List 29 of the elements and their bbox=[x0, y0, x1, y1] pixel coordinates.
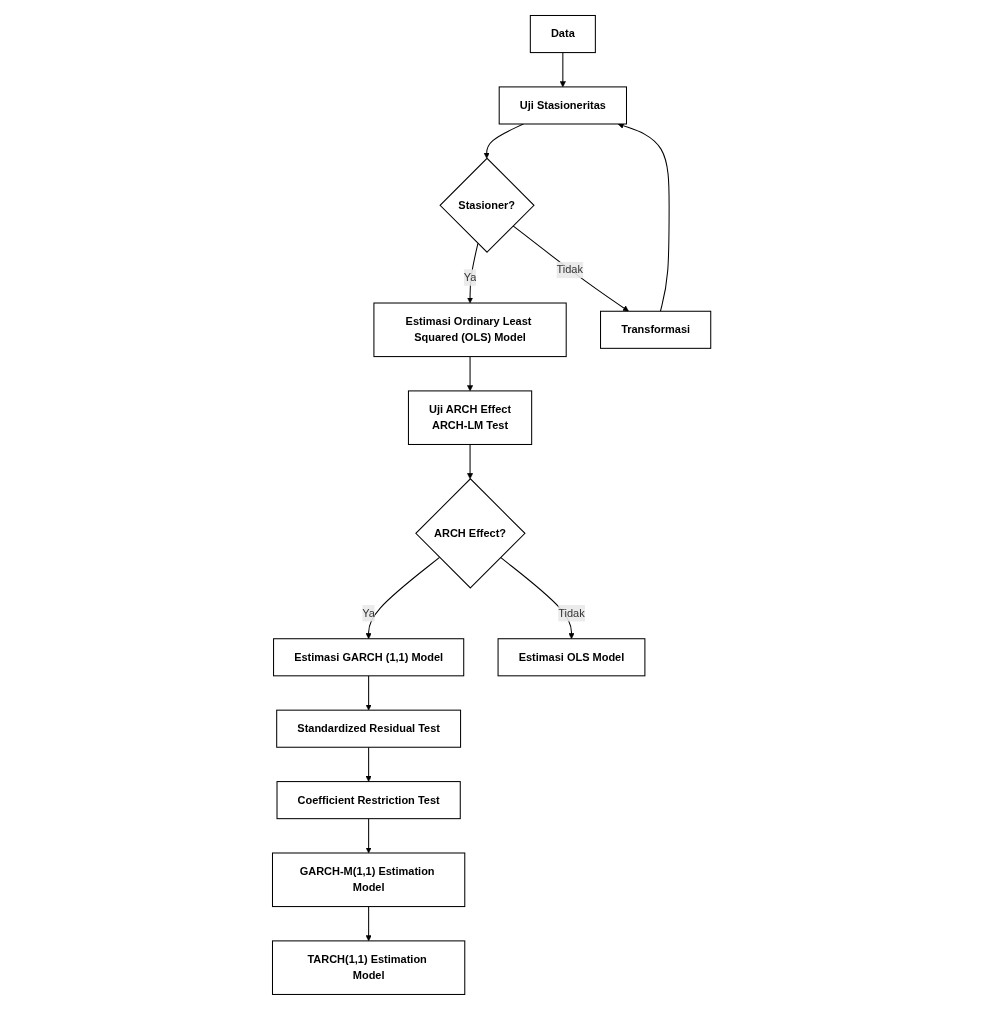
arrow bbox=[617, 122, 670, 312]
arrow bbox=[466, 355, 473, 391]
arrow bbox=[365, 674, 372, 710]
arrow bbox=[559, 51, 566, 87]
arrow bbox=[365, 817, 372, 853]
arrow bbox=[466, 443, 473, 479]
node-box: Standardized Residual Test bbox=[276, 709, 461, 748]
edge-label: Ya bbox=[463, 270, 477, 283]
edge-label: Tidak bbox=[556, 263, 583, 276]
node-box: Estimasi Ordinary Least Squared (OLS) Model bbox=[373, 302, 567, 357]
node-box: Uji ARCH Effect ARCH-LM Test bbox=[407, 389, 533, 445]
edge-label: Ya bbox=[362, 606, 375, 619]
edge-label: Tidak bbox=[558, 606, 585, 619]
node-box: GARCH-M(1,1) Estimation Model bbox=[271, 852, 466, 907]
node-diamond: ARCH Effect? bbox=[415, 477, 526, 589]
arrow bbox=[512, 224, 629, 312]
node-box: Estimasi GARCH (1,1) Model bbox=[272, 637, 465, 676]
node-box: Transformasi bbox=[599, 310, 712, 349]
arrow bbox=[365, 746, 372, 782]
node-box: Uji Stasioneritas bbox=[498, 85, 627, 125]
node-box: Coefficient Restriction Test bbox=[276, 780, 461, 819]
arrow bbox=[466, 242, 479, 303]
node-box: Data bbox=[529, 14, 596, 53]
node-box: Estimasi OLS Model bbox=[497, 637, 646, 676]
arrow bbox=[365, 905, 372, 941]
node-box: TARCH(1,1) Estimation Model bbox=[271, 939, 466, 995]
arrow bbox=[483, 123, 524, 159]
node-diamond: Stasioner? bbox=[439, 157, 535, 253]
arrow bbox=[365, 556, 440, 639]
